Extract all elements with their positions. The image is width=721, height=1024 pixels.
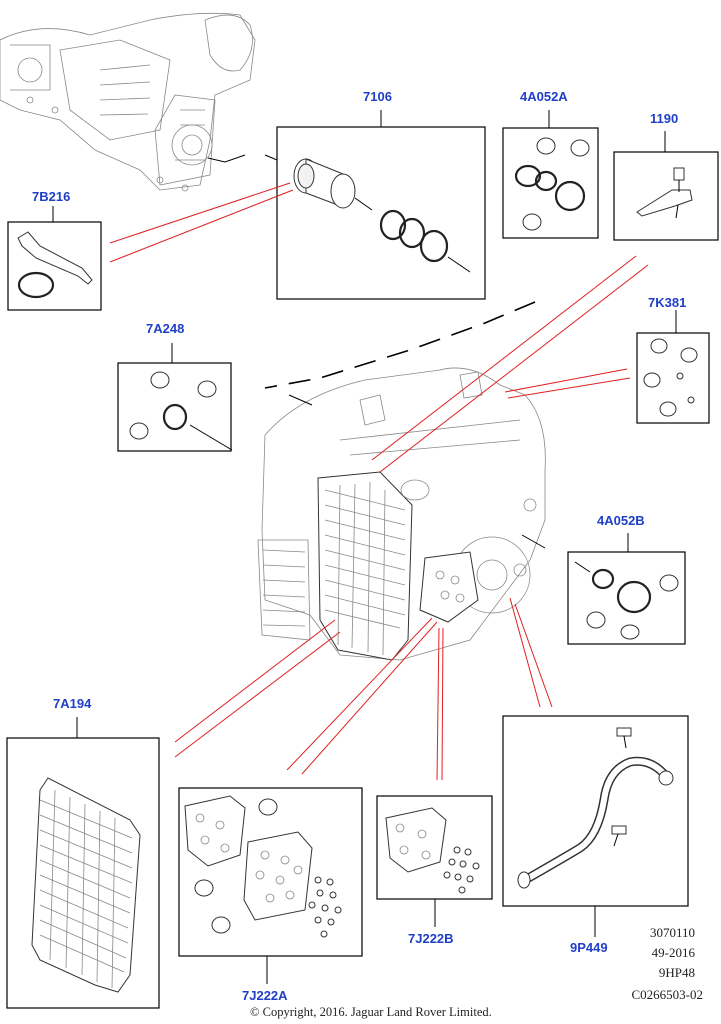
transmission-leader [288,394,313,406]
part-7J222A-valve-plates [184,795,342,938]
box-4A052B [567,551,686,645]
callout-7106[interactable]: 7106 [363,89,392,104]
callout-4A052B[interactable]: 4A052B [597,513,645,528]
part-7A194-oil-pan [31,777,141,993]
part-7B216-tool-and-oring [17,231,93,299]
illustration-number: 3070110 [649,925,695,940]
illustration-date: 49-2016 [651,945,695,960]
red-leader-lines [109,182,649,781]
transmission-assembly-illustration [257,367,546,661]
callout-1190[interactable]: 1190 [650,111,679,126]
part-7J222B-valve-plate [385,807,480,894]
rear-axle-assembly-illustration [0,12,256,192]
callout-7B216[interactable]: 7B216 [32,189,71,204]
callout-9P449[interactable]: 9P449 [570,940,608,955]
model-code: 9HP48 [658,965,695,980]
callout-7K381[interactable]: 7K381 [648,295,687,310]
part-7106-piston [293,158,373,211]
axle-leader-line [207,154,246,163]
callout-4A052A[interactable]: 4A052A [520,89,568,104]
part-9P449-oil-tube [517,727,674,889]
image-reference: C0266503-02 [631,987,704,1002]
transmission-leader-2 [521,534,546,549]
part-7A248-plugs-and-ring [129,371,233,451]
part-4A052B-plugs-and-rings [574,561,679,640]
dashed-leader [264,301,536,389]
callout-7J222B[interactable]: 7J222B [408,931,454,946]
callout-7J222A[interactable]: 7J222A [242,988,288,1003]
box-7106 [276,126,486,300]
callout-7A194[interactable]: 7A194 [53,696,92,711]
callout-7A248[interactable]: 7A248 [146,321,185,336]
copyright-notice: © Copyright, 2016. Jaguar Land Rover Lim… [250,1005,492,1019]
part-1190-lever [636,167,693,219]
part-4A052A-plugs [514,137,590,231]
part-7K381-plugs [643,338,698,417]
part-7106-seal-rings [379,209,471,273]
